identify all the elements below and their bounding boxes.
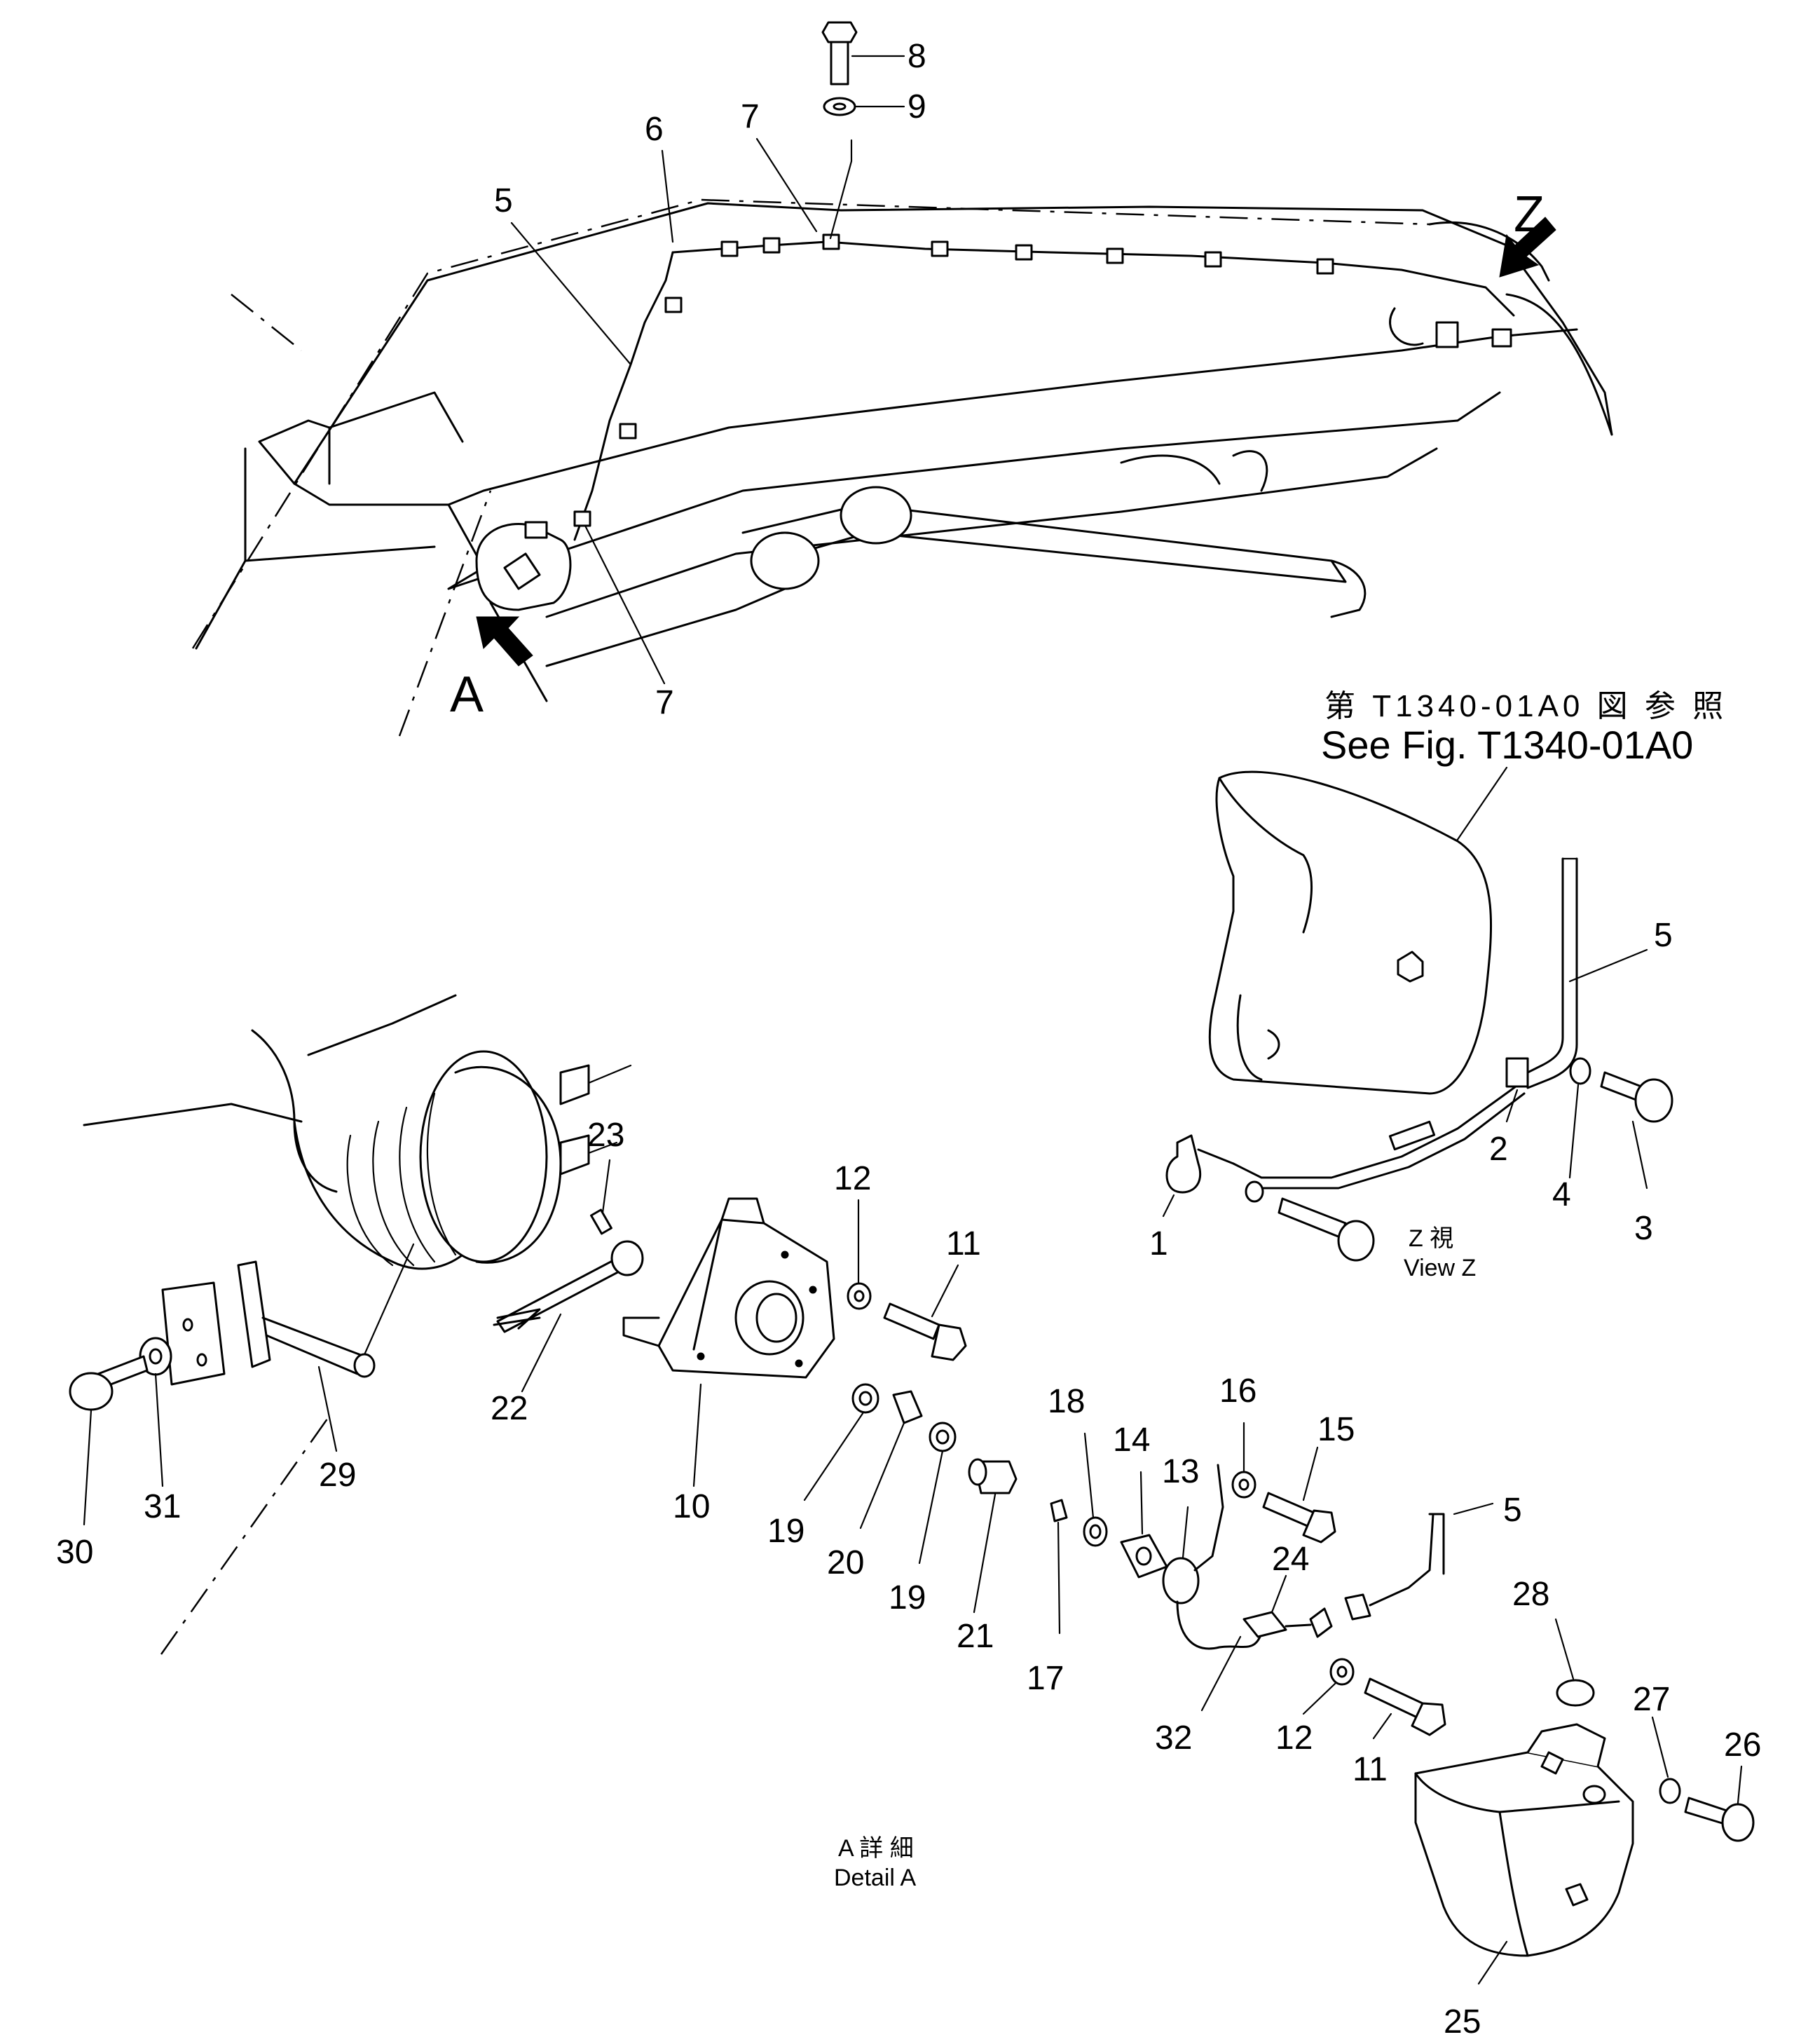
callout-11-upper: 11 — [946, 1225, 981, 1262]
callout-16: 16 — [1219, 1372, 1257, 1410]
callout-5-top: 5 — [494, 182, 513, 219]
callout-29: 29 — [319, 1457, 356, 1494]
view-z-caption-en: View Z — [1404, 1255, 1476, 1281]
callout-5-view-z: 5 — [1654, 917, 1673, 954]
callout-9: 9 — [908, 88, 926, 125]
callout-26: 26 — [1724, 1726, 1761, 1764]
callout-19-left: 19 — [767, 1513, 804, 1550]
detail-a-caption-en: Detail A — [834, 1865, 916, 1891]
callout-12-lower: 12 — [1275, 1719, 1313, 1757]
reference-japanese: 第 T1340-01A0 図 参 照 — [1324, 689, 1727, 723]
callout-1: 1 — [1149, 1225, 1168, 1262]
callout-23: 23 — [587, 1117, 624, 1154]
bolt-8-drawing — [821, 21, 858, 43]
callout-2: 2 — [1489, 1131, 1508, 1168]
callout-11-lower: 11 — [1353, 1751, 1388, 1788]
callout-24: 24 — [1272, 1541, 1309, 1578]
view-label-z: Z — [1514, 186, 1545, 243]
machine-frame-drawing — [191, 198, 1613, 737]
callout-7-upper: 7 — [741, 98, 760, 135]
callout-17: 17 — [1027, 1660, 1064, 1697]
reference-english: See Fig. T1340-01A0 — [1321, 723, 1693, 767]
callout-15: 15 — [1317, 1411, 1355, 1448]
view-z-caption-jp: Z 視 — [1409, 1225, 1453, 1252]
top-callouts: 8 9 6 7 5 7 — [494, 21, 926, 721]
callout-22: 22 — [491, 1390, 528, 1427]
callout-12-upper: 12 — [834, 1160, 871, 1197]
callout-10: 10 — [673, 1488, 710, 1525]
callout-7-lower: 7 — [655, 684, 674, 721]
callout-19-right: 19 — [889, 1579, 926, 1616]
callout-18: 18 — [1048, 1383, 1085, 1420]
callout-13: 13 — [1162, 1453, 1199, 1490]
callout-32: 32 — [1155, 1719, 1192, 1757]
callout-14: 14 — [1113, 1422, 1150, 1459]
callout-8: 8 — [908, 38, 926, 75]
detail-a-drawing: 23 12 11 22 29 31 30 10 19 20 19 21 18 1… — [56, 994, 1761, 2040]
callout-25: 25 — [1444, 2003, 1481, 2040]
view-z-drawing: 第 T1340-01A0 図 参 照 See Fig. T1340-01A0 — [1149, 689, 1727, 1281]
view-arrow-a: A — [450, 616, 533, 723]
callout-20: 20 — [827, 1544, 864, 1581]
view-arrow-z: Z — [1499, 186, 1556, 278]
callout-5-detail: 5 — [1503, 1492, 1522, 1529]
view-label-a: A — [450, 667, 484, 723]
callout-4: 4 — [1552, 1176, 1571, 1213]
callout-21: 21 — [957, 1618, 994, 1655]
callout-28: 28 — [1512, 1576, 1549, 1613]
callout-6: 6 — [645, 111, 664, 148]
callout-27: 27 — [1633, 1681, 1670, 1718]
callout-31: 31 — [144, 1488, 181, 1525]
callout-30: 30 — [56, 1534, 93, 1571]
detail-a-caption-jp: A 詳 細 — [838, 1835, 914, 1862]
callout-3: 3 — [1634, 1210, 1653, 1247]
